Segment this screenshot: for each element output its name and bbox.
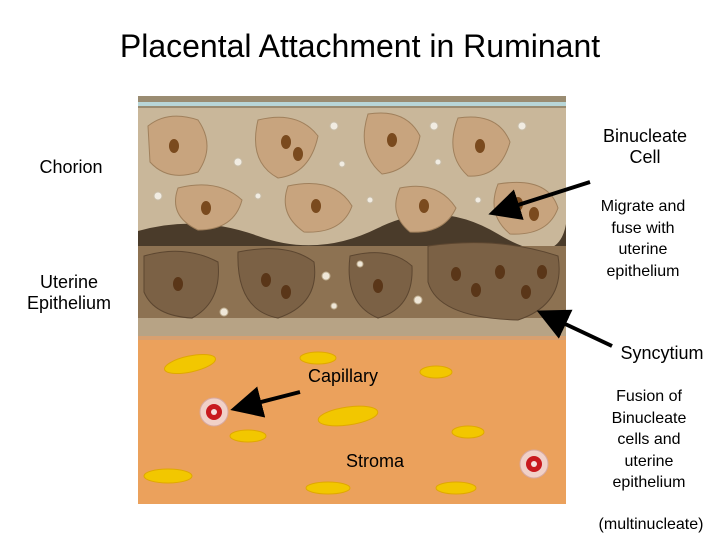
label-uterine-epithelium: Uterine Epithelium xyxy=(10,272,128,314)
label-uterine-epithelium-line2: Epithelium xyxy=(26,293,112,313)
note-fusion: Fusion of Binucleate cells and uterine e… xyxy=(590,386,708,494)
note-migrate-line: fuse with xyxy=(611,219,675,237)
vesicles xyxy=(153,121,527,204)
placenta-illustration xyxy=(138,96,566,504)
page-title: Placental Attachment in Ruminant xyxy=(119,28,601,64)
nucleus xyxy=(513,197,523,211)
label-binucleate-cell: Binucleate Cell xyxy=(590,126,700,168)
note-fusion-line: uterine xyxy=(624,452,674,470)
nucleus xyxy=(169,139,179,153)
capillary xyxy=(451,425,485,439)
capillary xyxy=(143,468,193,484)
label-binucleate-line2: Cell xyxy=(629,147,661,167)
label-binucleate-line1: Binucleate xyxy=(602,126,688,146)
nucleus xyxy=(475,139,485,153)
red-blood-cell xyxy=(519,449,549,479)
label-stroma: Stroma xyxy=(345,451,405,471)
note-migrate-line: uterine xyxy=(618,241,668,258)
note-fusion-line: epithelium xyxy=(612,474,686,491)
capillary xyxy=(317,405,379,427)
note-migrate-line: Migrate and xyxy=(600,198,686,215)
capillaries xyxy=(143,351,485,495)
capillary xyxy=(305,481,351,495)
label-chorion: Chorion xyxy=(39,157,103,177)
nucleus xyxy=(201,201,211,215)
note-multinucleate: (multinucleate) xyxy=(598,516,704,533)
nucleus xyxy=(419,199,429,213)
nucleus xyxy=(529,207,539,221)
capillary xyxy=(164,353,216,375)
nucleus xyxy=(387,133,397,147)
red-blood-cell xyxy=(199,397,229,427)
nucleus xyxy=(281,135,291,149)
capillary xyxy=(435,481,477,495)
note-fusion-line: Fusion of xyxy=(616,388,682,405)
label-capillary: Capillary xyxy=(307,366,379,386)
note-migrate-line: epithelium xyxy=(606,262,680,280)
epithelium-cells xyxy=(143,242,560,321)
note-migrate: Migrate and fuse with uterine epithelium xyxy=(584,196,702,282)
epithelium-vesicles xyxy=(219,260,423,317)
nucleus xyxy=(293,147,303,161)
label-syncytium: Syncytium xyxy=(620,343,704,363)
syncytium-cell xyxy=(427,242,560,321)
label-uterine-epithelium-line1: Uterine xyxy=(39,272,99,292)
capillary xyxy=(419,365,453,379)
note-fusion-line: cells and xyxy=(617,431,681,448)
nucleus xyxy=(311,199,321,213)
epithelium-cell xyxy=(237,248,316,319)
capillary xyxy=(229,429,267,443)
capillary xyxy=(299,351,337,365)
note-fusion-line: Binucleate xyxy=(611,409,687,427)
epithelium-nuclei xyxy=(173,265,547,299)
